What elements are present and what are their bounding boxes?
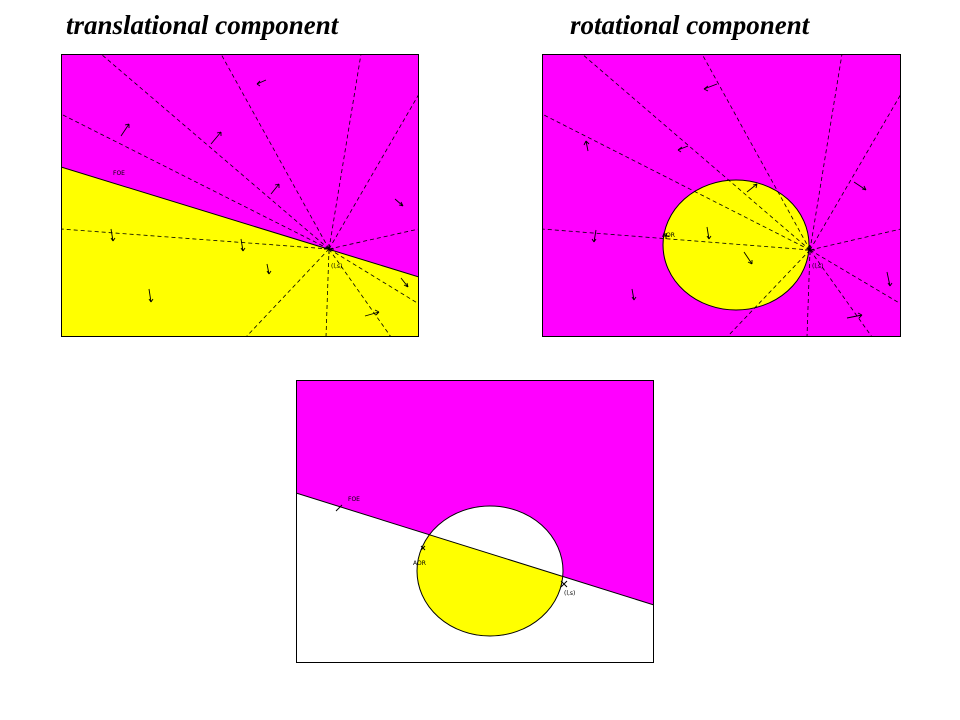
yellow-region — [61, 167, 419, 337]
foe-label: FOE — [348, 496, 360, 503]
aor-label: AOR — [413, 560, 426, 567]
point-label: (l,s) — [331, 263, 342, 270]
heading-translational: translational component — [66, 10, 339, 40]
aor-label: AOR — [662, 232, 675, 239]
yellow-circle — [663, 180, 809, 310]
circle-outline — [662, 179, 810, 311]
flow-arrows — [583, 83, 893, 319]
foe-boundary-line — [61, 166, 419, 278]
heading-rotational: rotational component — [570, 10, 810, 40]
circle-outline — [416, 505, 564, 637]
circle-yellow-half — [417, 506, 563, 636]
foe-marker — [324, 244, 334, 254]
point-label: (l,s) — [564, 590, 575, 597]
circle-fill-group — [417, 506, 563, 636]
foe-boundary-line — [296, 492, 654, 606]
flow-lines — [61, 54, 419, 337]
translational-panel: FOE (l,s) — [61, 54, 419, 337]
rotational-panel: AOR (l,s) — [542, 54, 901, 337]
flow-arrows — [110, 79, 409, 317]
panel-border — [296, 380, 654, 663]
aor-marker — [420, 545, 426, 551]
point-marker — [560, 580, 568, 588]
point-label: (l,s) — [812, 263, 823, 270]
foe-label: FOE — [113, 170, 125, 177]
flow-lines — [542, 54, 901, 337]
combined-panel: FOE AOR (l,s) — [296, 380, 654, 663]
point-marker — [805, 245, 815, 255]
magenta-region — [296, 380, 654, 605]
foe-marker — [335, 504, 343, 512]
panel-border — [61, 54, 419, 337]
panel-border — [542, 54, 901, 337]
